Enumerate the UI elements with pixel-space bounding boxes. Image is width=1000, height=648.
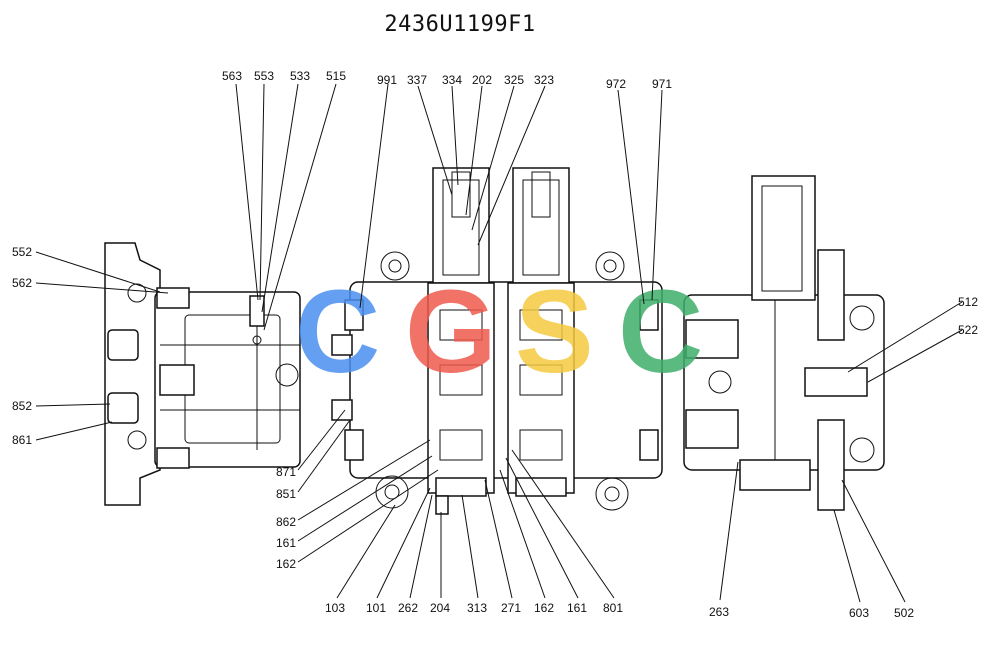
left-flange-block [104,242,301,506]
callout-label: 323 [534,73,554,87]
callout-label: 313 [467,601,487,615]
callout-label: 552 [12,245,32,259]
callout-label: 202 [472,73,492,87]
callout-label: 522 [958,323,978,337]
callout-labels: 563 553 533 515 991 337 334 202 325 323 … [12,69,978,620]
callout-label: 562 [12,276,32,290]
watermark-letter: C [618,266,703,398]
center-valve-body [331,167,663,515]
callout-label: 972 [606,77,626,91]
callout-label: 325 [504,73,524,87]
watermark-letter: C [295,266,380,398]
callout-label: 563 [222,69,242,83]
watermark: C G S C [295,266,703,398]
callout-label: 862 [276,515,296,529]
callout-label: 162 [534,601,554,615]
callout-label: 161 [567,601,587,615]
callout-label: 991 [377,73,397,87]
leader-lines [35,83,963,603]
callout-label: 603 [849,606,869,620]
callout-label: 851 [276,487,296,501]
callout-label: 502 [894,606,914,620]
callout-label: 161 [276,536,296,550]
callout-label: 334 [442,73,462,87]
callout-label: 871 [276,465,296,479]
drawing-number: 2436U1199F1 [384,12,536,37]
watermark-letter: S [515,266,594,398]
callout-label: 337 [407,73,427,87]
callout-label: 515 [326,69,346,83]
right-end-block [683,175,885,511]
callout-label: 553 [254,69,274,83]
callout-label: 801 [603,601,623,615]
callout-label: 263 [709,605,729,619]
callout-label: 204 [430,601,450,615]
callout-label: 512 [958,295,978,309]
callout-label: 271 [501,601,521,615]
callout-label: 162 [276,557,296,571]
callout-label: 101 [366,601,386,615]
callout-label: 103 [325,601,345,615]
watermark-letter: G [405,266,497,398]
callout-label: 262 [398,601,418,615]
callout-label: 852 [12,399,32,413]
callout-label: 971 [652,77,672,91]
callout-label: 533 [290,69,310,83]
callout-label: 861 [12,433,32,447]
